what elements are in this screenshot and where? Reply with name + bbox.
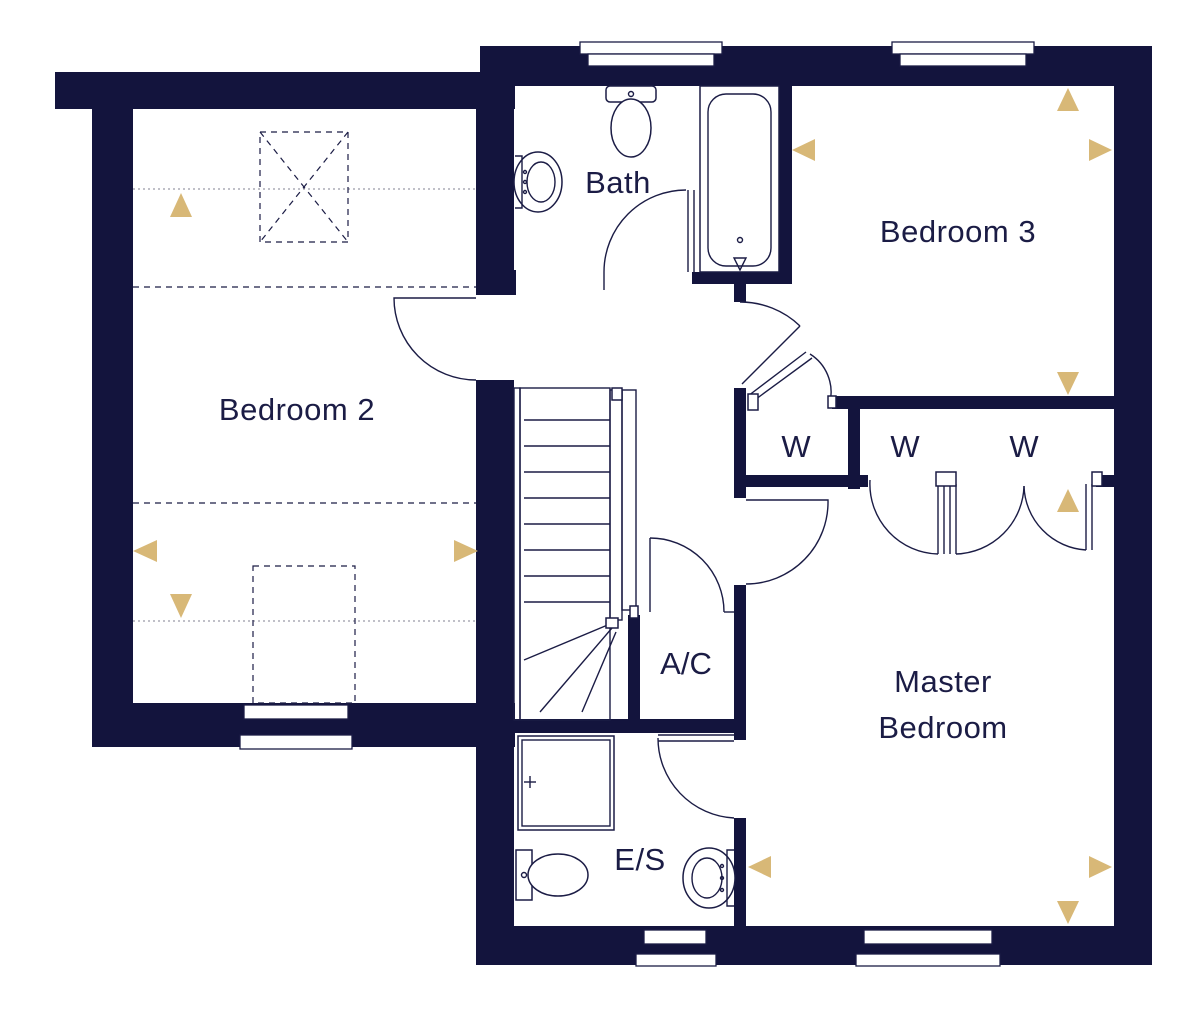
bath-label: Bath	[585, 165, 651, 200]
triangle-arrow-icon	[748, 856, 771, 878]
wardrobe-left-wall	[734, 388, 746, 498]
bedroom2-label: Bedroom 2	[219, 392, 375, 427]
triangle-arrow-icon	[1089, 856, 1112, 878]
staircase	[513, 387, 639, 721]
airing-cupboard-label: A/C	[660, 646, 712, 681]
wardrobe-bottom-wall	[734, 475, 868, 487]
triangle-arrow-icon	[1057, 489, 1079, 512]
room-labels: Bedroom 2 Bath Bedroom 3 W W W A/C Maste…	[219, 165, 1039, 877]
window-bath	[579, 41, 723, 55]
ensuite-top-wall	[514, 719, 746, 733]
walls	[55, 46, 1152, 965]
shower-tray	[517, 735, 615, 831]
ensuite-label: E/S	[614, 842, 665, 877]
window-bedroom2	[243, 704, 349, 720]
bedroom3-bottom-wall	[832, 396, 1114, 409]
triangle-arrow-icon	[1057, 372, 1079, 395]
bedroom2-door-swing	[393, 297, 477, 381]
master-label-line2: Bedroom	[878, 710, 1007, 745]
wardrobe-divider	[848, 409, 860, 489]
bedroom2-top-wall	[55, 72, 515, 109]
window-bedroom2-sill	[239, 734, 353, 750]
master-left-wall-lower	[734, 818, 746, 926]
window-ensuite-sill	[635, 953, 717, 967]
wardrobe-right-label: W	[1009, 429, 1039, 464]
bath-door-swing	[603, 189, 687, 273]
window-bedroom3-sill	[899, 53, 1027, 67]
hall-left-wall	[476, 380, 514, 965]
dimension-arrows	[133, 88, 1112, 924]
loft-hatch	[252, 565, 356, 704]
bath-corner-stub	[734, 284, 746, 302]
window-master-sill	[855, 953, 1001, 967]
master-door-swing	[745, 499, 829, 585]
master-left-wall-upper	[734, 585, 746, 740]
ac-door-swing	[649, 537, 725, 613]
windows	[239, 41, 1035, 967]
wardrobe-left-label: W	[890, 429, 920, 464]
right-wall	[1114, 46, 1152, 965]
bath-left-wall	[476, 80, 514, 295]
bath-fixtures	[513, 85, 780, 290]
triangle-arrow-icon	[1089, 139, 1112, 161]
master-label-line1: Master	[894, 664, 992, 699]
ensuite-door-swing	[657, 737, 735, 819]
wardrobe-small-label: W	[781, 429, 811, 464]
bath-bottom-wall	[692, 272, 792, 284]
bedroom3-label: Bedroom 3	[880, 214, 1036, 249]
triangle-arrow-icon	[170, 193, 192, 217]
window-bath-sill	[587, 53, 715, 67]
triangle-arrow-icon	[1057, 88, 1079, 111]
window-bedroom3	[891, 41, 1035, 55]
triangle-arrow-icon	[1057, 901, 1079, 924]
ensuite-fixtures	[515, 735, 736, 909]
wardrobe-doors	[869, 471, 1103, 555]
ac-left-wall	[628, 615, 640, 733]
bedroom2-left-wall	[92, 109, 133, 747]
bedroom3-door	[739, 301, 837, 411]
bedroom3-left-wall	[779, 86, 792, 284]
triangle-arrow-icon	[454, 540, 478, 562]
wardrobe-small-door-swing	[809, 353, 832, 403]
ensuite-basin	[682, 847, 736, 909]
triangle-arrow-icon	[133, 540, 157, 562]
ensuite-toilet-bowl	[527, 853, 589, 897]
skylight-cross-icon	[259, 131, 349, 243]
bedroom2-details	[133, 131, 477, 704]
triangle-arrow-icon	[792, 139, 815, 161]
triangle-arrow-icon	[170, 594, 192, 618]
bedroom3-door-swing	[739, 301, 801, 327]
hall-doors	[649, 499, 829, 819]
bath-toilet-bowl	[610, 98, 652, 158]
bottom-wall	[480, 926, 1152, 965]
bathtub	[699, 85, 780, 273]
window-master	[863, 929, 993, 945]
bath-bottom-stub	[514, 270, 516, 295]
window-ensuite	[643, 929, 707, 945]
